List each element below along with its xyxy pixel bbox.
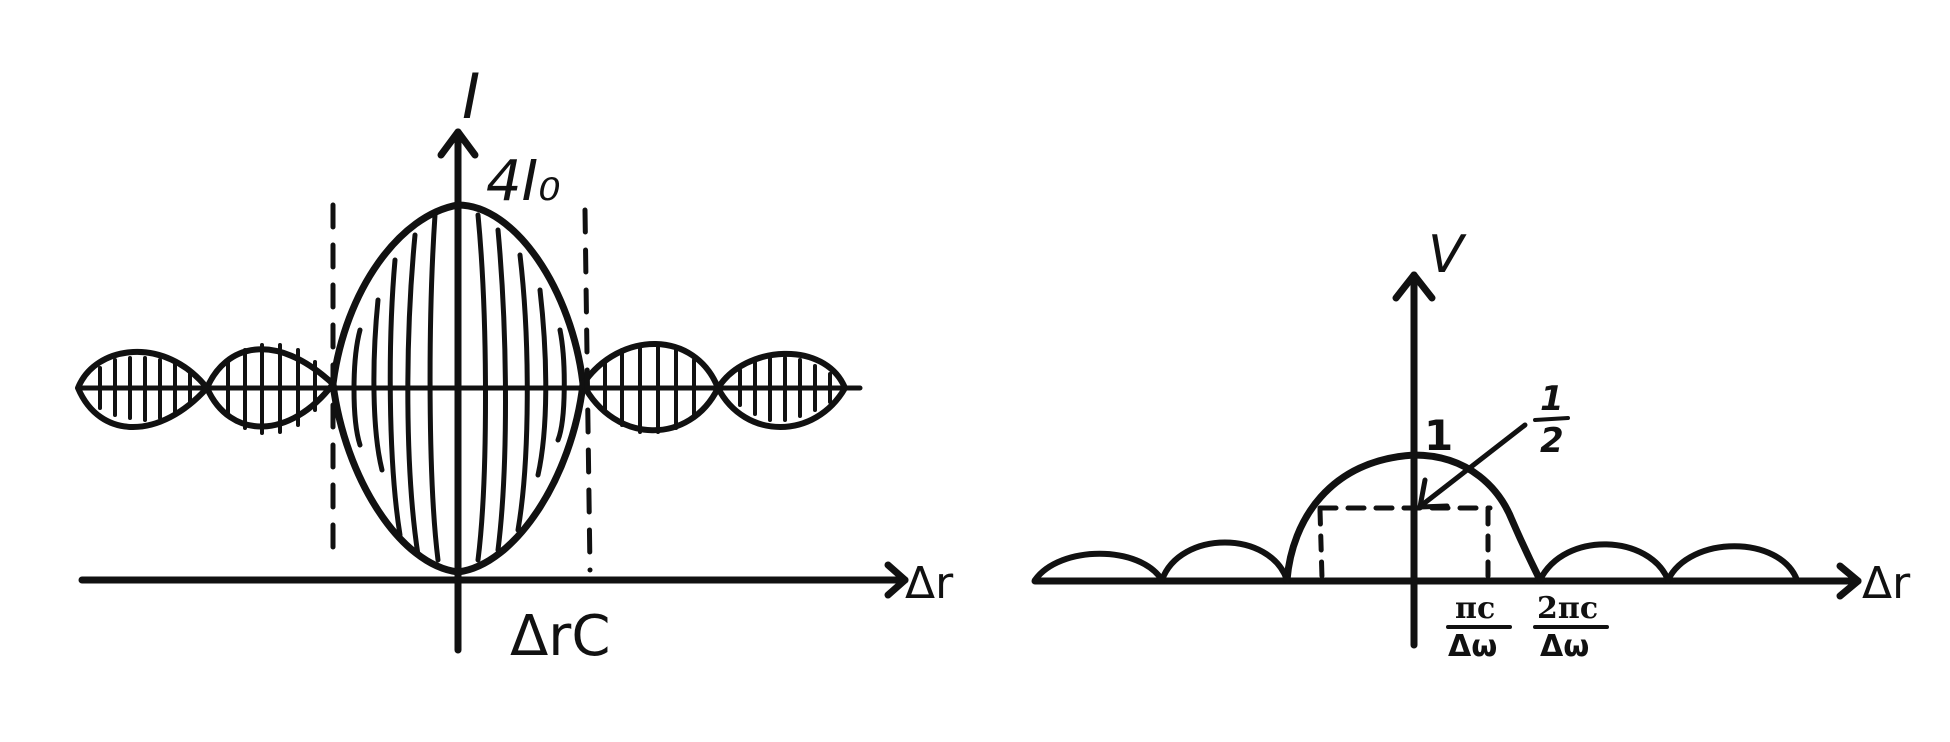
left-peak-label: 4I₀ xyxy=(486,149,561,214)
tick2-numerator: 2πc xyxy=(1537,591,1598,626)
left-x-axis xyxy=(78,561,909,599)
right-x-axis-label: Δr xyxy=(1862,558,1911,609)
right-x-axis xyxy=(1031,562,1862,600)
tick1-denominator: Δω xyxy=(1448,629,1497,664)
right-y-axis xyxy=(1392,271,1436,649)
half-level-pointer-arrow xyxy=(1417,422,1528,510)
right-y-axis-label: V xyxy=(1428,225,1467,285)
right-diagram: V 1 1 2 Δr πc Δω 2πc Δω xyxy=(1031,225,1911,664)
side-lobe-left-2 xyxy=(75,349,210,430)
tick-label-pi-c-over-dw: πc Δω xyxy=(1446,591,1512,664)
half-fraction-numerator: 1 xyxy=(1540,379,1564,419)
left-y-axis-label: I xyxy=(462,60,480,133)
left-dashed-guide-right xyxy=(582,207,593,573)
visibility-side-lobe-l1 xyxy=(1159,539,1290,583)
half-fraction-label: 1 2 xyxy=(1533,379,1570,461)
central-fringes xyxy=(351,212,567,563)
visibility-side-lobe-l2 xyxy=(1032,550,1165,583)
visibility-side-lobe-r2 xyxy=(1665,543,1800,583)
half-fraction-denominator: 2 xyxy=(1540,421,1564,461)
left-y-axis xyxy=(437,128,479,654)
left-diagram: I 4I₀ Δr ΔrC xyxy=(75,60,954,669)
tick2-denominator: Δω xyxy=(1540,629,1589,664)
right-peak-value-label: 1 xyxy=(1424,411,1453,460)
side-lobe-right-2 xyxy=(715,350,848,430)
half-width-dashed-left xyxy=(1317,507,1325,581)
tick-label-2pi-c-over-dw: 2πc Δω xyxy=(1533,591,1609,664)
left-x-axis-label: Δr xyxy=(905,558,954,609)
left-width-label: ΔrC xyxy=(510,604,610,669)
visibility-main-lobe xyxy=(1283,451,1544,584)
visibility-side-lobe-r1 xyxy=(1537,541,1671,583)
tick1-numerator: πc xyxy=(1455,591,1495,626)
side-lobe-fringes xyxy=(98,343,832,435)
